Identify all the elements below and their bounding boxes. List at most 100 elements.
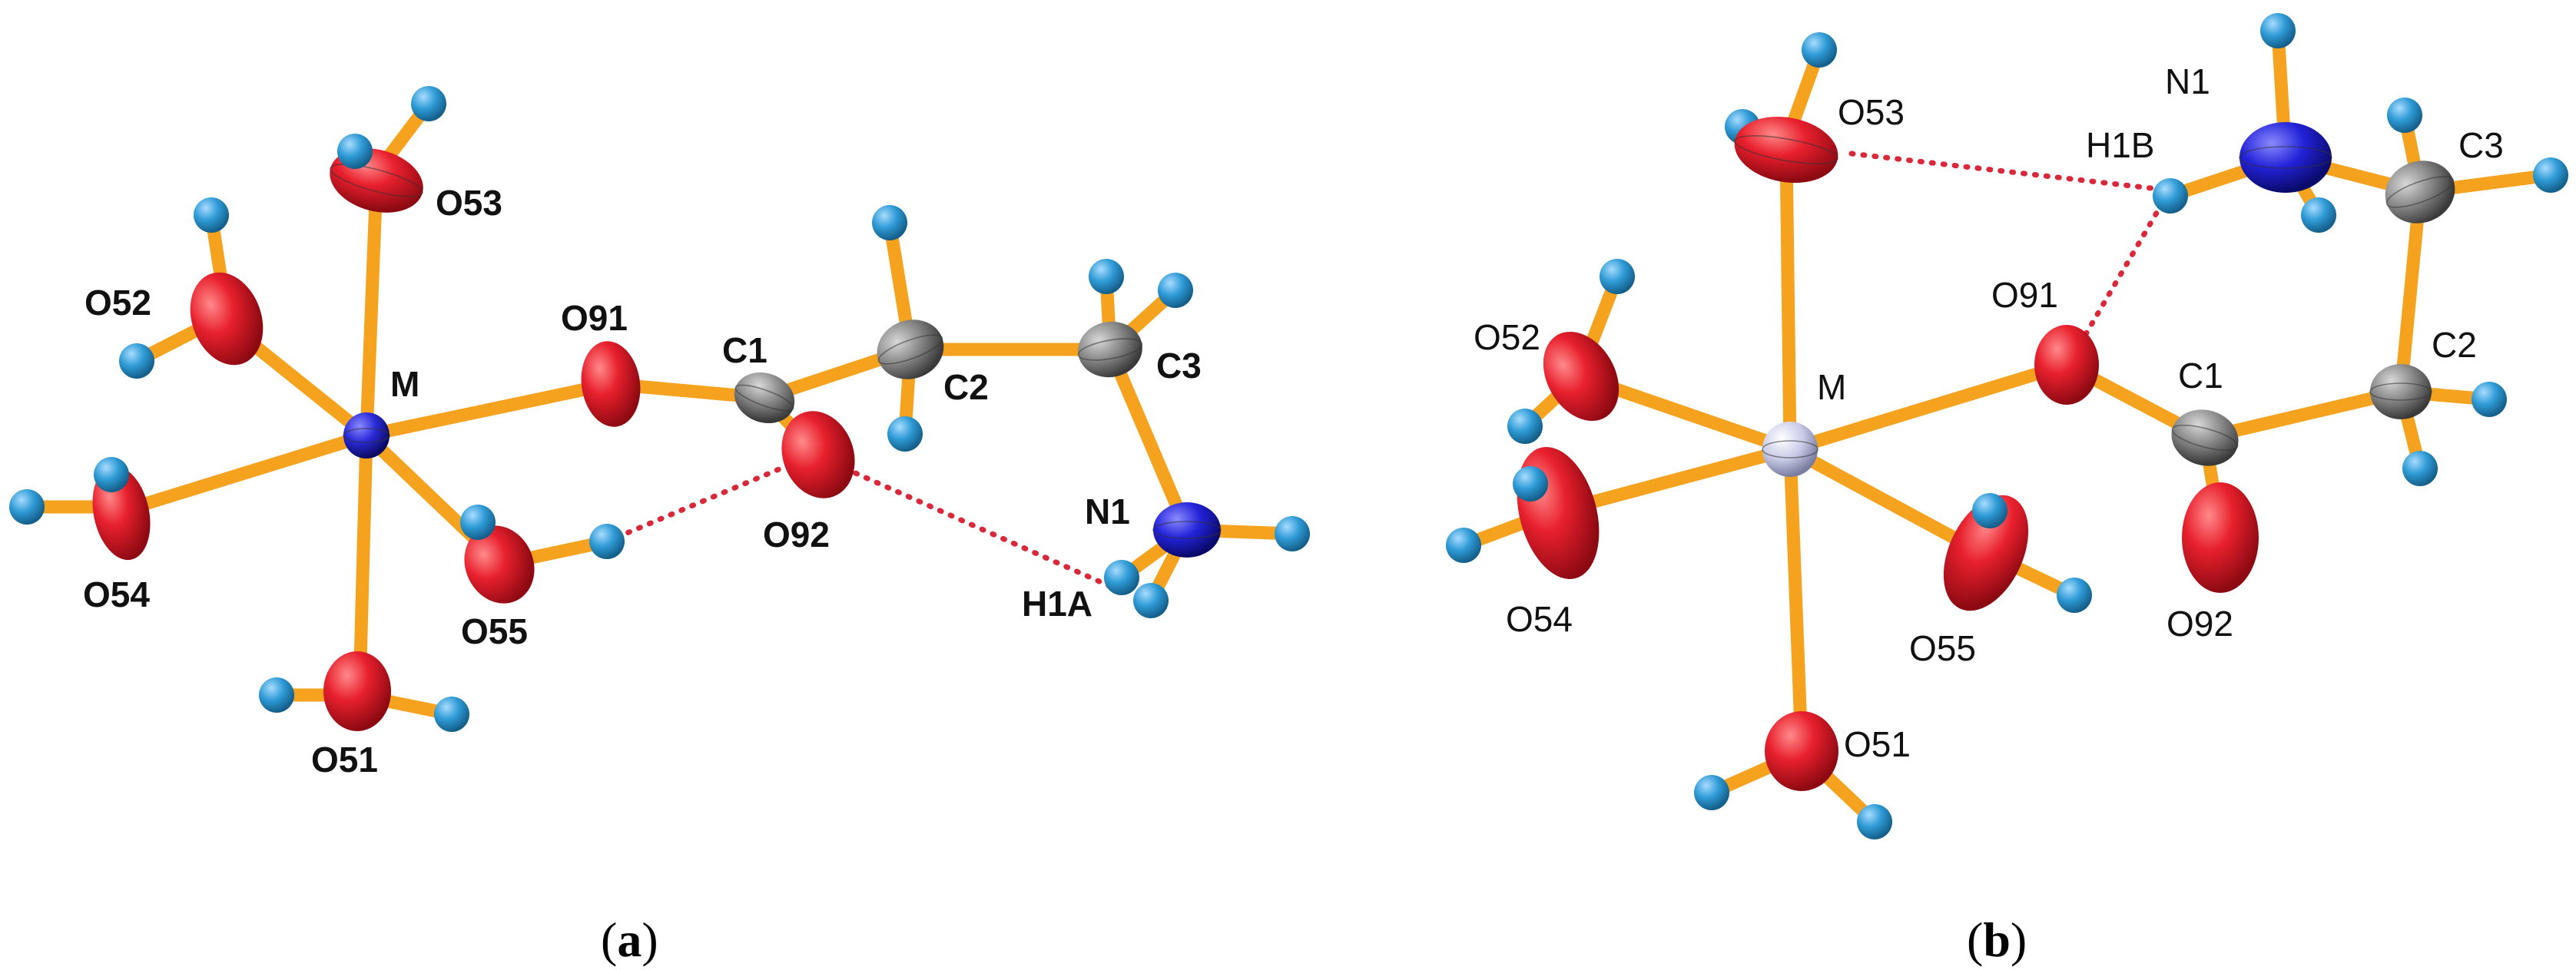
hbond-o55-h-o92 xyxy=(604,458,802,545)
label-o55: O55 xyxy=(461,611,528,651)
label-o55: O55 xyxy=(1909,628,1976,668)
bond-c1-c2 xyxy=(2198,385,2408,445)
label-n1: N1 xyxy=(2165,61,2210,101)
oxygen-atom-o55 xyxy=(1943,495,2029,611)
bond-m-o55 xyxy=(1783,442,1989,560)
hydrogen-atom xyxy=(1857,804,1892,839)
label-o53: O53 xyxy=(1838,92,1905,132)
ellipse-outline xyxy=(2239,146,2332,169)
oxygen-atom-o53 xyxy=(1734,116,1838,184)
carbon-atom-c2 xyxy=(2370,364,2432,419)
hydrogen-atom xyxy=(1507,409,1543,444)
label-c3: C3 xyxy=(2458,125,2504,165)
oxygen-atom-o55 xyxy=(464,525,535,604)
bond-c2-c3 xyxy=(2394,185,2427,399)
ellipse-outline xyxy=(1734,135,1838,164)
label-o53: O53 xyxy=(436,183,502,223)
hydrogen-atom xyxy=(2260,13,2296,48)
bond-c3-n1 xyxy=(1103,343,1194,537)
ellipse-outline xyxy=(1762,440,1818,459)
hydrogen-bonds-b xyxy=(1848,151,2170,337)
hydrogen-atom xyxy=(1802,32,1837,68)
atoms-b xyxy=(1446,13,2568,839)
bonds-b xyxy=(1457,24,2558,829)
carbon-atom-c3 xyxy=(1078,321,1142,378)
hydrogen-bonds-a xyxy=(604,458,1125,594)
oxygen-atom-o92 xyxy=(781,411,855,498)
ellipse-outline xyxy=(2171,424,2239,452)
oxygen-atom-o91 xyxy=(581,341,641,427)
carbon-atom-c3 xyxy=(2385,161,2455,223)
nitrogen-atom-n1 xyxy=(1153,502,1221,558)
hydrogen-atom xyxy=(94,457,129,492)
hydrogen-atom xyxy=(1133,583,1169,618)
label-o51: O51 xyxy=(311,740,378,780)
hydrogen-atom xyxy=(460,505,496,540)
hydrogen-atom xyxy=(337,134,373,169)
hydrogen-atom xyxy=(872,205,907,240)
hydrogen-atom-h1b xyxy=(2153,178,2188,214)
hydrogen-atom xyxy=(1104,560,1139,595)
hydrogen-atom xyxy=(1513,466,1548,502)
bonds-a xyxy=(20,97,1299,721)
panel-b: O53 N1 H1B C3 O91 O52 M C1 C2 O54 O55 O9… xyxy=(1446,13,2568,967)
label-c2: C2 xyxy=(2432,325,2477,365)
ellipse-outline xyxy=(877,334,943,365)
hydrogen-atom xyxy=(9,489,45,525)
carbon-atom-c1 xyxy=(734,372,795,424)
hydrogen-atom xyxy=(1694,775,1729,810)
label-o52: O52 xyxy=(1474,317,1540,357)
label-o91: O91 xyxy=(1991,275,2058,315)
bond-m-o53 xyxy=(1779,143,1797,456)
metal-atom-m xyxy=(1762,422,1818,477)
oxygen-atom-o51 xyxy=(1765,711,1838,791)
label-h1a: H1A xyxy=(1022,584,1092,624)
label-o54: O54 xyxy=(1506,599,1573,639)
label-h1b: H1B xyxy=(2086,125,2154,165)
hydrogen-atom xyxy=(1446,528,1481,563)
oxygen-atom-o52 xyxy=(190,272,264,366)
ellipse-outline xyxy=(1077,338,1143,361)
hydrogen-atom xyxy=(1275,516,1310,551)
label-o54: O54 xyxy=(83,574,150,614)
bond-m-o91 xyxy=(1783,358,2074,456)
hydrogen-atom xyxy=(1089,259,1124,294)
hydrogen-atom xyxy=(887,416,923,452)
hbond-o53-h1b xyxy=(1848,151,2154,191)
label-c1: C1 xyxy=(2178,356,2223,396)
hydrogen-atom xyxy=(2402,451,2438,486)
oxygen-atom-o51 xyxy=(323,651,391,731)
atom-labels-b: O53 N1 H1B C3 O91 O52 M C1 C2 O54 O55 O9… xyxy=(1474,61,2504,764)
label-m: M xyxy=(390,364,419,404)
label-c1: C1 xyxy=(722,330,767,370)
label-c2: C2 xyxy=(943,367,989,407)
hbond-o92-h1a xyxy=(842,465,1125,594)
carbon-atom-c1 xyxy=(2171,409,2239,466)
ellipse-outline xyxy=(330,164,423,197)
label-o52: O52 xyxy=(85,283,151,323)
bond-m-o54 xyxy=(116,429,373,518)
label-n1: N1 xyxy=(1085,492,1130,531)
nitrogen-atom-n1 xyxy=(2239,122,2332,193)
ellipse-outline xyxy=(2385,176,2455,208)
bond-m-o53 xyxy=(360,174,383,442)
panel-a: O53 O52 M O91 C1 C2 C3 O54 O55 O92 N1 H1… xyxy=(9,86,1310,967)
hydrogen-atom xyxy=(2387,98,2422,133)
carbon-atom-c2 xyxy=(877,319,944,379)
oxygen-atom-o54 xyxy=(1517,447,1600,579)
metal-atom-m xyxy=(343,412,390,459)
atoms-a xyxy=(9,86,1310,732)
bond-m-o54 xyxy=(1553,442,1797,518)
hydrogen-atom xyxy=(194,197,229,233)
caption-a: (a) xyxy=(601,912,658,967)
bond-m-o91 xyxy=(360,377,618,442)
hydrogen-atom xyxy=(434,697,469,732)
bond-m-o51 xyxy=(1783,442,1809,756)
caption-b: (b) xyxy=(1967,912,2027,967)
label-o91: O91 xyxy=(561,298,628,338)
label-o51: O51 xyxy=(1844,724,1911,764)
hydrogen-atom xyxy=(1600,259,1635,294)
atom-labels-a: O53 O52 M O91 C1 C2 C3 O54 O55 O92 N1 H1… xyxy=(83,183,1202,780)
ellipse-outline xyxy=(2369,382,2432,401)
label-c3: C3 xyxy=(1156,346,1202,386)
